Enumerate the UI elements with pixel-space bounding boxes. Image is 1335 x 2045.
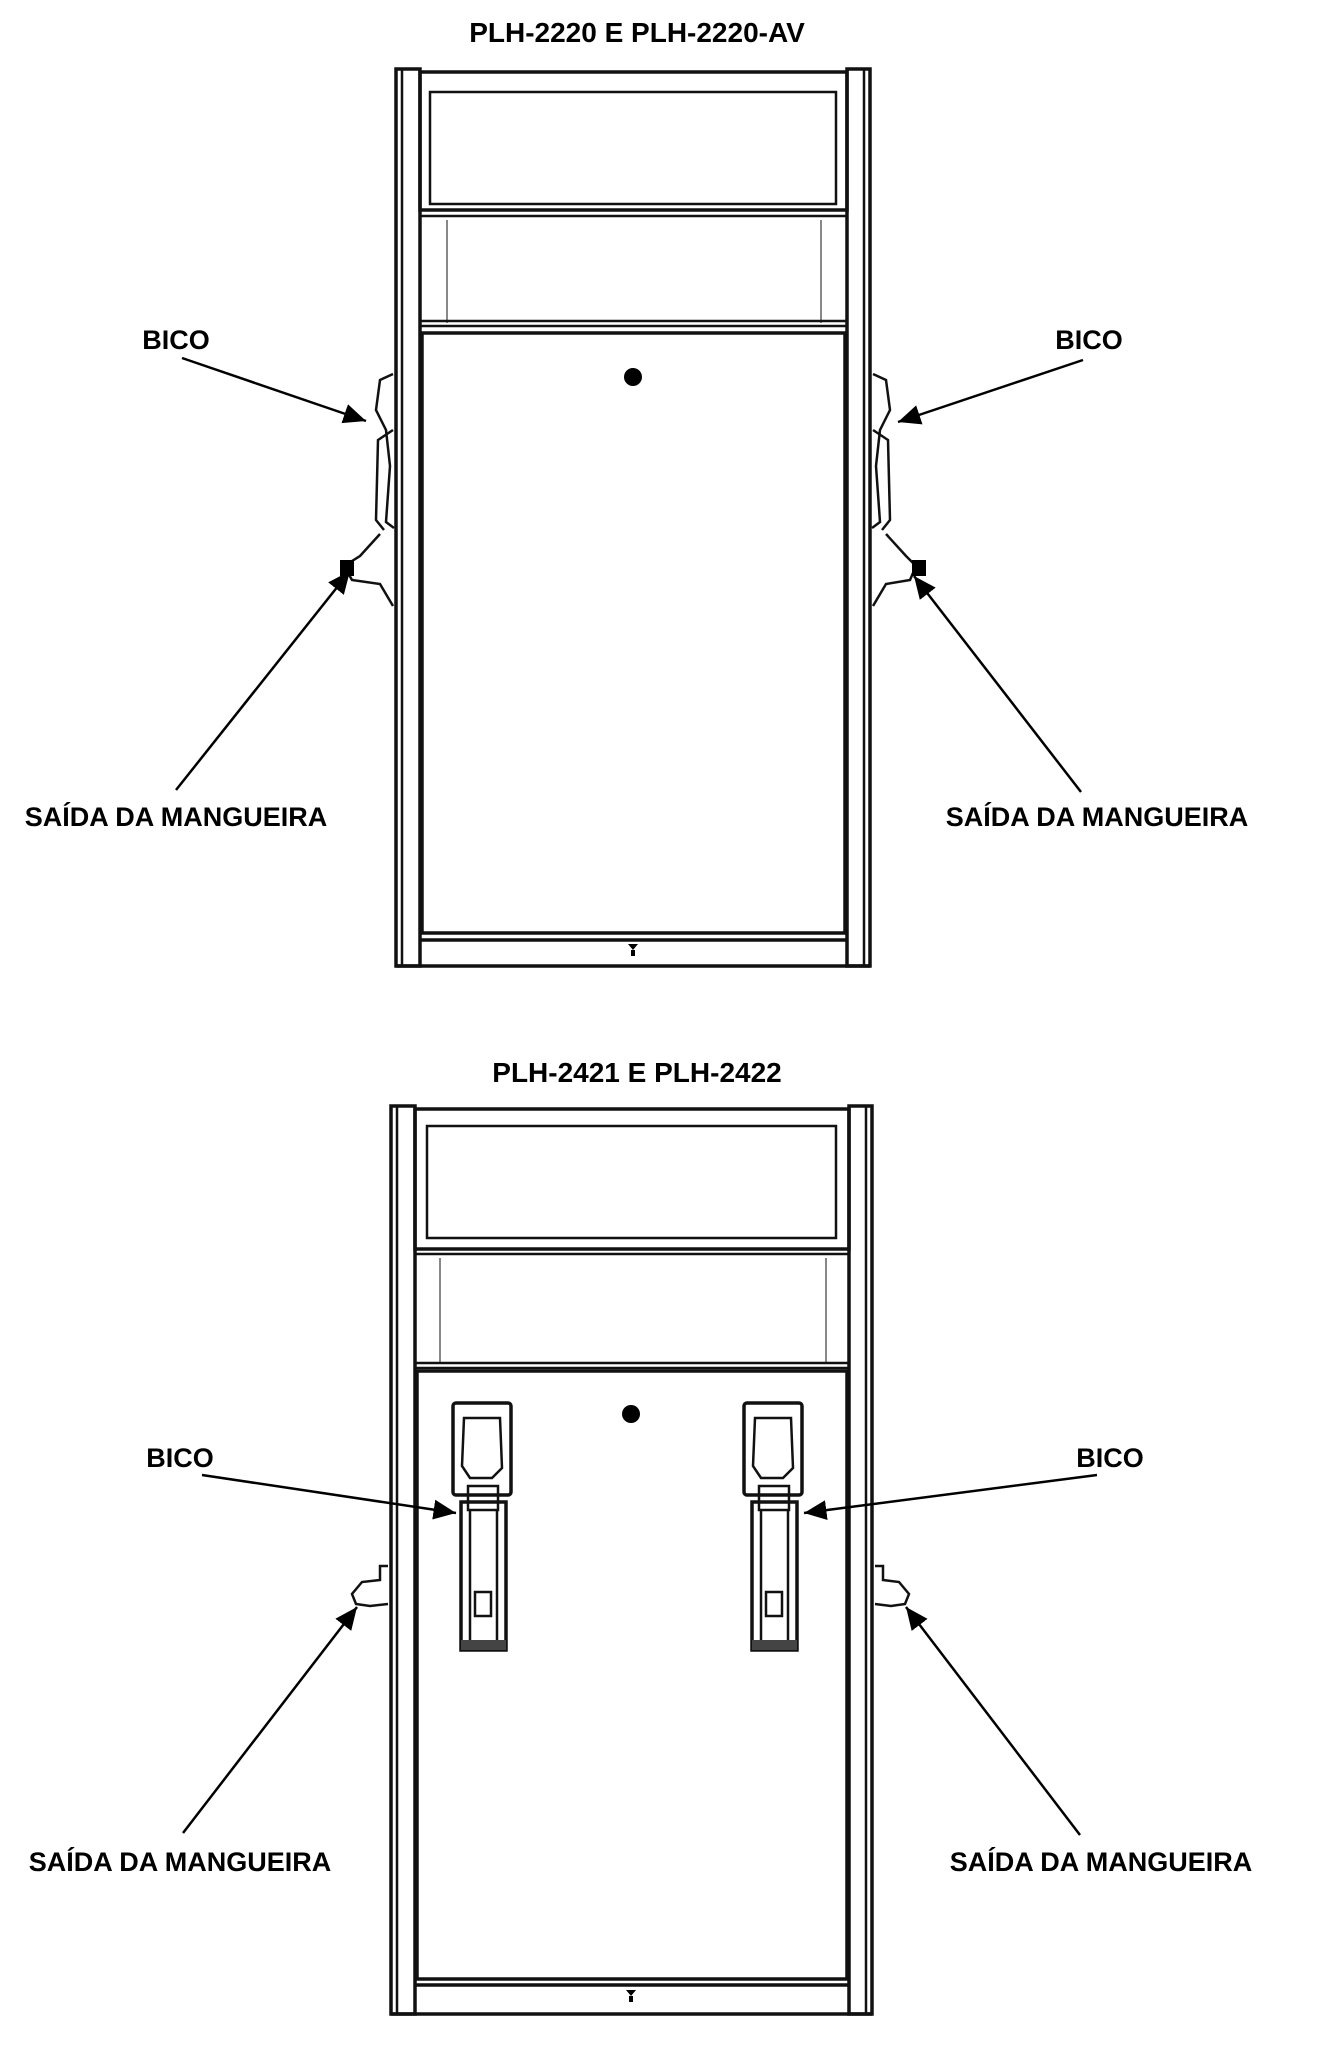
right-side-nozzle xyxy=(871,372,926,607)
lock-icon xyxy=(622,1405,640,1423)
arrow-right-hose-outlet xyxy=(913,575,1082,793)
right-post xyxy=(847,1104,874,2016)
display-window xyxy=(425,1124,838,1240)
base-screw-icon xyxy=(626,1990,636,2002)
lock-icon xyxy=(624,368,642,386)
label-left-hose-outlet: SAÍDA DA MANGUEIRA xyxy=(25,801,328,832)
left-post xyxy=(389,1104,417,2016)
display-window xyxy=(428,90,838,206)
front-nozzle-left xyxy=(451,1401,513,1652)
figure-title: PLH-2421 E PLH-2422 xyxy=(492,1057,781,1088)
arrow-left-nozzle xyxy=(201,1473,457,1520)
left-side-nozzle xyxy=(340,372,395,607)
label-left-nozzle: BICO xyxy=(142,325,210,355)
right-hose-outlet xyxy=(874,1564,911,1608)
label-right-nozzle: BICO xyxy=(1055,325,1123,355)
label-left-hose-outlet: SAÍDA DA MANGUEIRA xyxy=(29,1846,332,1877)
door-panel xyxy=(420,331,847,935)
figure-title: PLH-2220 E PLH-2220-AV xyxy=(469,17,805,48)
display-panel xyxy=(418,70,849,212)
arrow-left-nozzle xyxy=(181,356,367,424)
dispenser-cabinet xyxy=(389,1104,874,2016)
base-screw-icon xyxy=(628,944,638,956)
arrow-right-nozzle xyxy=(803,1473,1098,1521)
dispenser-cabinet xyxy=(394,67,872,968)
label-right-nozzle: BICO xyxy=(1076,1443,1144,1473)
door-panel xyxy=(415,1369,849,1981)
right-post xyxy=(845,67,872,968)
label-right-hose-outlet: SAÍDA DA MANGUEIRA xyxy=(950,1846,1253,1877)
front-nozzle-right xyxy=(742,1401,804,1652)
label-right-hose-outlet: SAÍDA DA MANGUEIRA xyxy=(946,801,1249,832)
figure-plh-2421: PLH-2421 E PLH-2422 xyxy=(29,1057,1253,2016)
label-left-nozzle: BICO xyxy=(146,1443,214,1473)
upper-recess xyxy=(413,1252,851,1370)
arrow-left-hose-outlet xyxy=(182,1606,358,1834)
left-post xyxy=(394,67,422,968)
left-hose-outlet xyxy=(350,1564,389,1608)
arrow-right-hose-outlet xyxy=(905,1606,1081,1836)
display-panel xyxy=(413,1107,851,1251)
upper-recess xyxy=(418,214,849,328)
figure-plh-2220: PLH-2220 E PLH-2220-AV xyxy=(25,17,1249,968)
arrow-right-nozzle xyxy=(897,358,1084,425)
arrow-left-hose-outlet xyxy=(175,570,351,791)
